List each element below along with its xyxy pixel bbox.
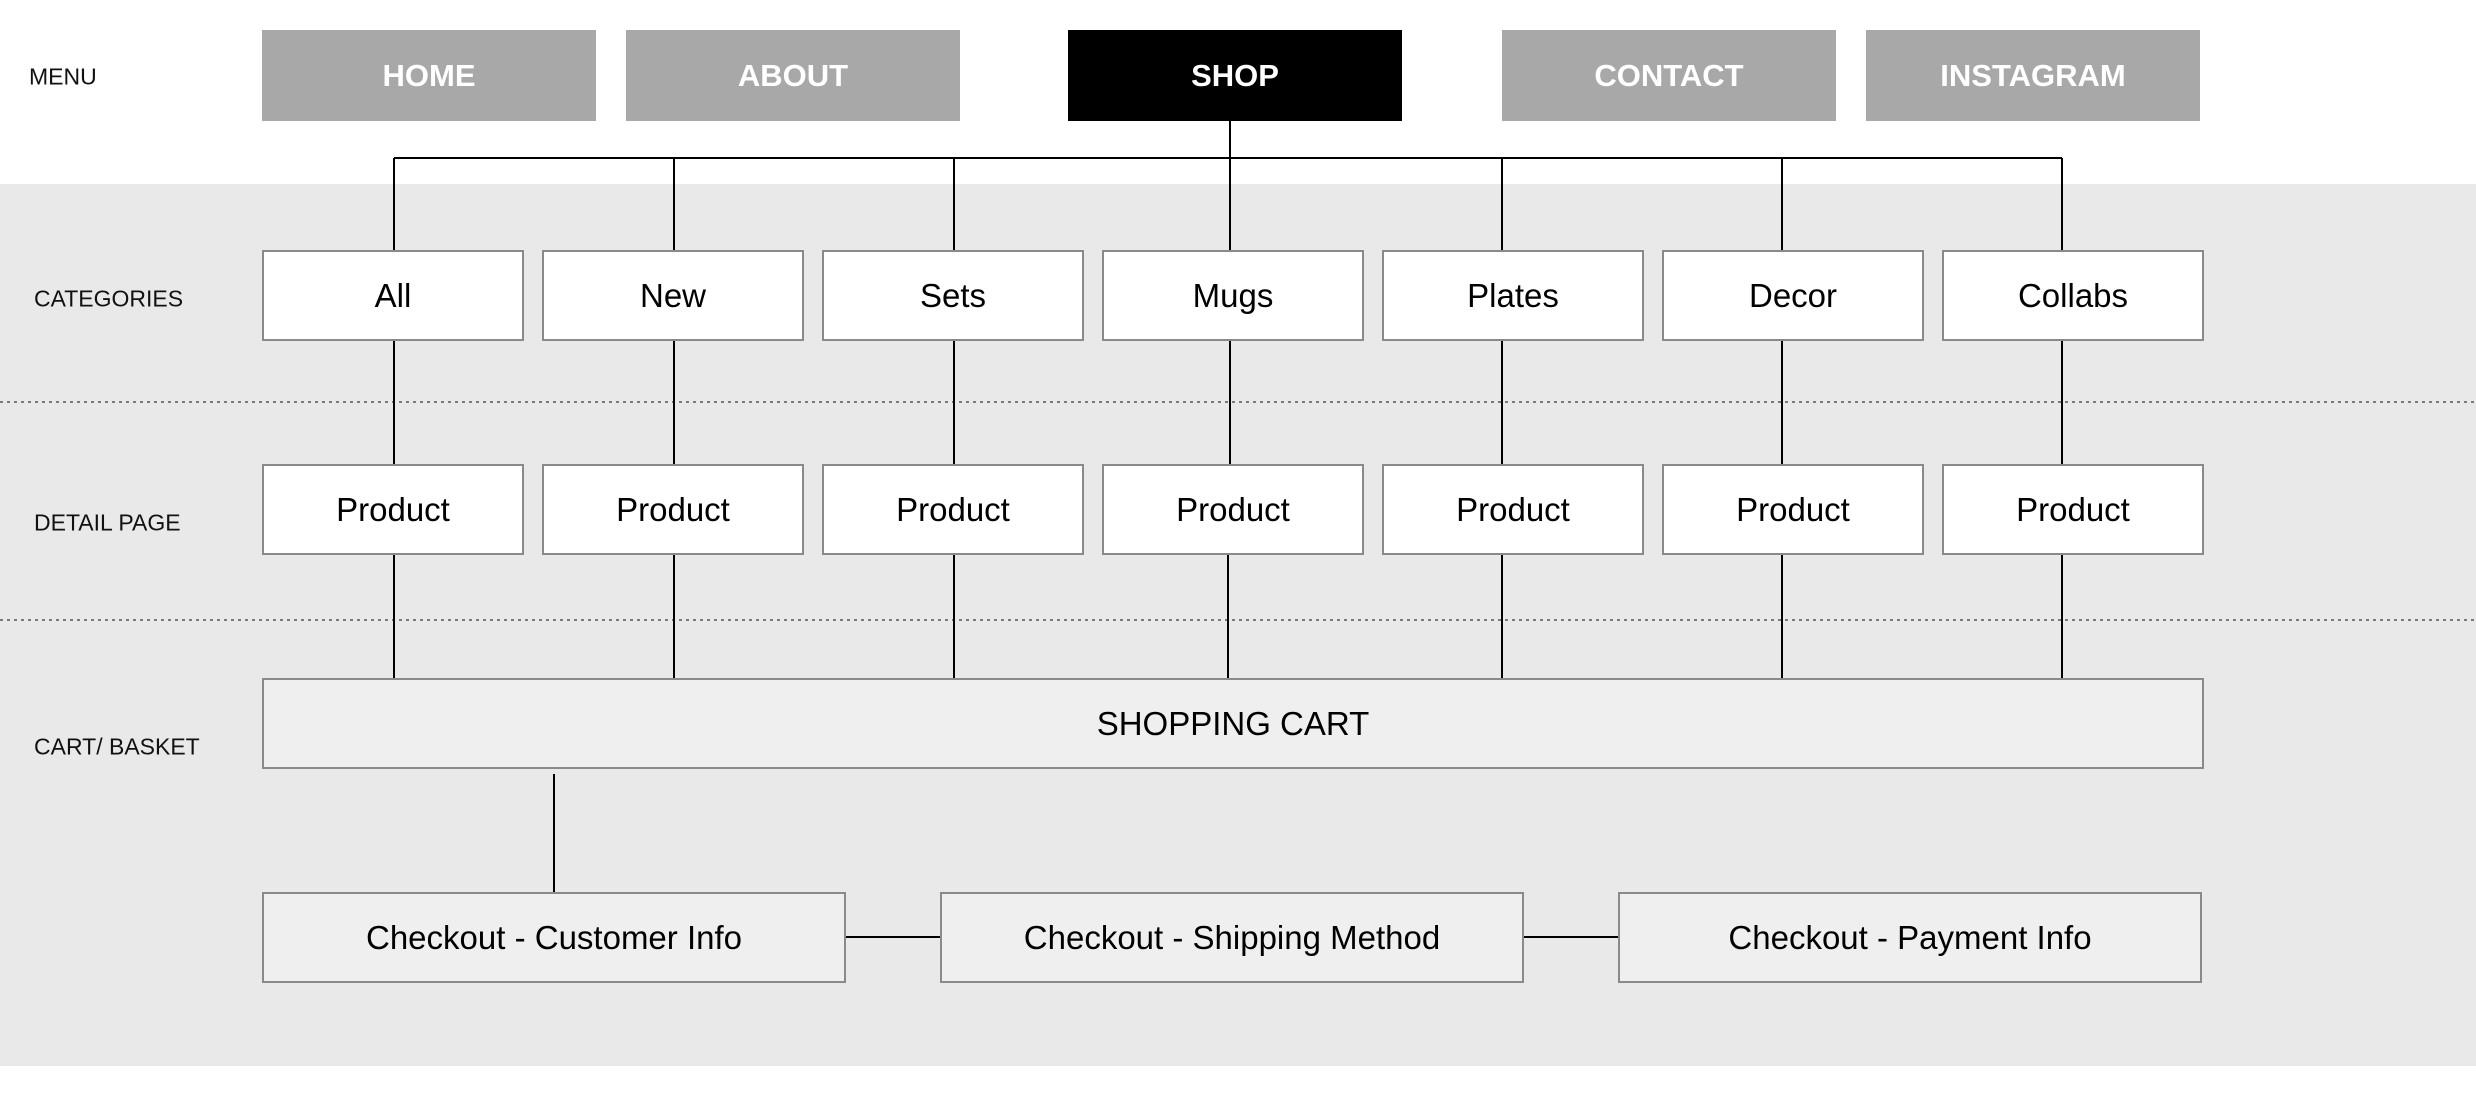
product-box[interactable]: Product [1102, 464, 1364, 555]
product-box[interactable]: Product [1662, 464, 1924, 555]
nav-instagram-button[interactable]: INSTAGRAM [1866, 30, 2200, 121]
product-box[interactable]: Product [542, 464, 804, 555]
nav-about-button[interactable]: ABOUT [626, 30, 960, 121]
row-label-detail-page: DETAIL PAGE [34, 509, 181, 536]
category-collabs[interactable]: Collabs [1942, 250, 2204, 341]
row-label-cart: CART/ BASKET [34, 733, 200, 760]
row-label-categories: CATEGORIES [34, 285, 184, 312]
nav-shop-button[interactable]: SHOP [1068, 30, 1402, 121]
nav-contact-button[interactable]: CONTACT [1502, 30, 1836, 121]
checkout-payment-info[interactable]: Checkout - Payment Info [1618, 892, 2202, 983]
product-box[interactable]: Product [1382, 464, 1644, 555]
nav-home-button[interactable]: HOME [262, 30, 596, 121]
product-box[interactable]: Product [822, 464, 1084, 555]
product-box[interactable]: Product [1942, 464, 2204, 555]
category-plates[interactable]: Plates [1382, 250, 1644, 341]
category-sets[interactable]: Sets [822, 250, 1084, 341]
product-box[interactable]: Product [262, 464, 524, 555]
category-new[interactable]: New [542, 250, 804, 341]
checkout-shipping-method[interactable]: Checkout - Shipping Method [940, 892, 1524, 983]
category-mugs[interactable]: Mugs [1102, 250, 1364, 341]
shopping-cart-box[interactable]: SHOPPING CART [262, 678, 2204, 769]
category-all[interactable]: All [262, 250, 524, 341]
checkout-customer-info[interactable]: Checkout - Customer Info [262, 892, 846, 983]
row-label-menu: MENU [29, 63, 97, 90]
category-decor[interactable]: Decor [1662, 250, 1924, 341]
